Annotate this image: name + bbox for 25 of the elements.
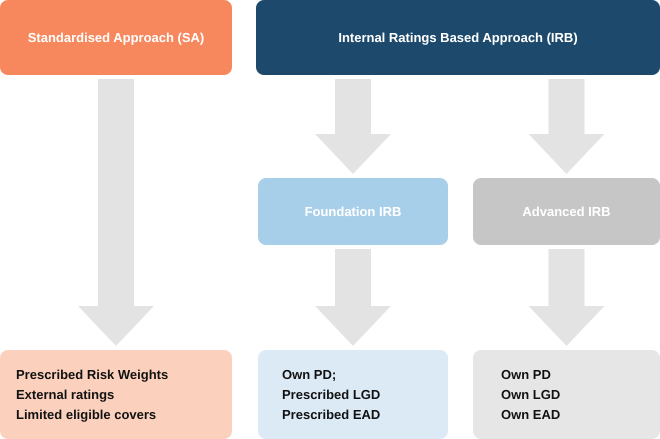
box-title: Standardised Approach (SA) — [28, 28, 204, 47]
list-item: Own PD — [501, 366, 551, 384]
block-arrow — [528, 79, 604, 174]
box-title: Foundation IRB — [304, 202, 402, 220]
list-item: Prescribed EAD — [282, 406, 380, 424]
result-box — [473, 350, 660, 439]
result-box — [0, 350, 232, 439]
list-item: Limited eligible covers — [16, 406, 156, 424]
list-item: Own PD; — [282, 366, 336, 384]
list-item: Prescribed LGD — [282, 386, 380, 404]
block-arrow — [78, 79, 154, 346]
block-arrow — [315, 79, 391, 174]
list-item: External ratings — [16, 386, 114, 404]
block-arrow — [528, 249, 604, 346]
list-item: Own LGD — [501, 386, 560, 404]
box-title: Internal Ratings Based Approach (IRB) — [338, 28, 578, 47]
result-box — [258, 350, 448, 439]
list-item: Prescribed Risk Weights — [16, 366, 168, 384]
list-item: Own EAD — [501, 406, 560, 424]
approach-box — [256, 0, 660, 75]
approach-box — [258, 178, 448, 245]
block-arrow — [315, 249, 391, 346]
box-title: Advanced IRB — [522, 202, 611, 220]
approach-box — [0, 0, 232, 75]
approach-box — [473, 178, 660, 245]
